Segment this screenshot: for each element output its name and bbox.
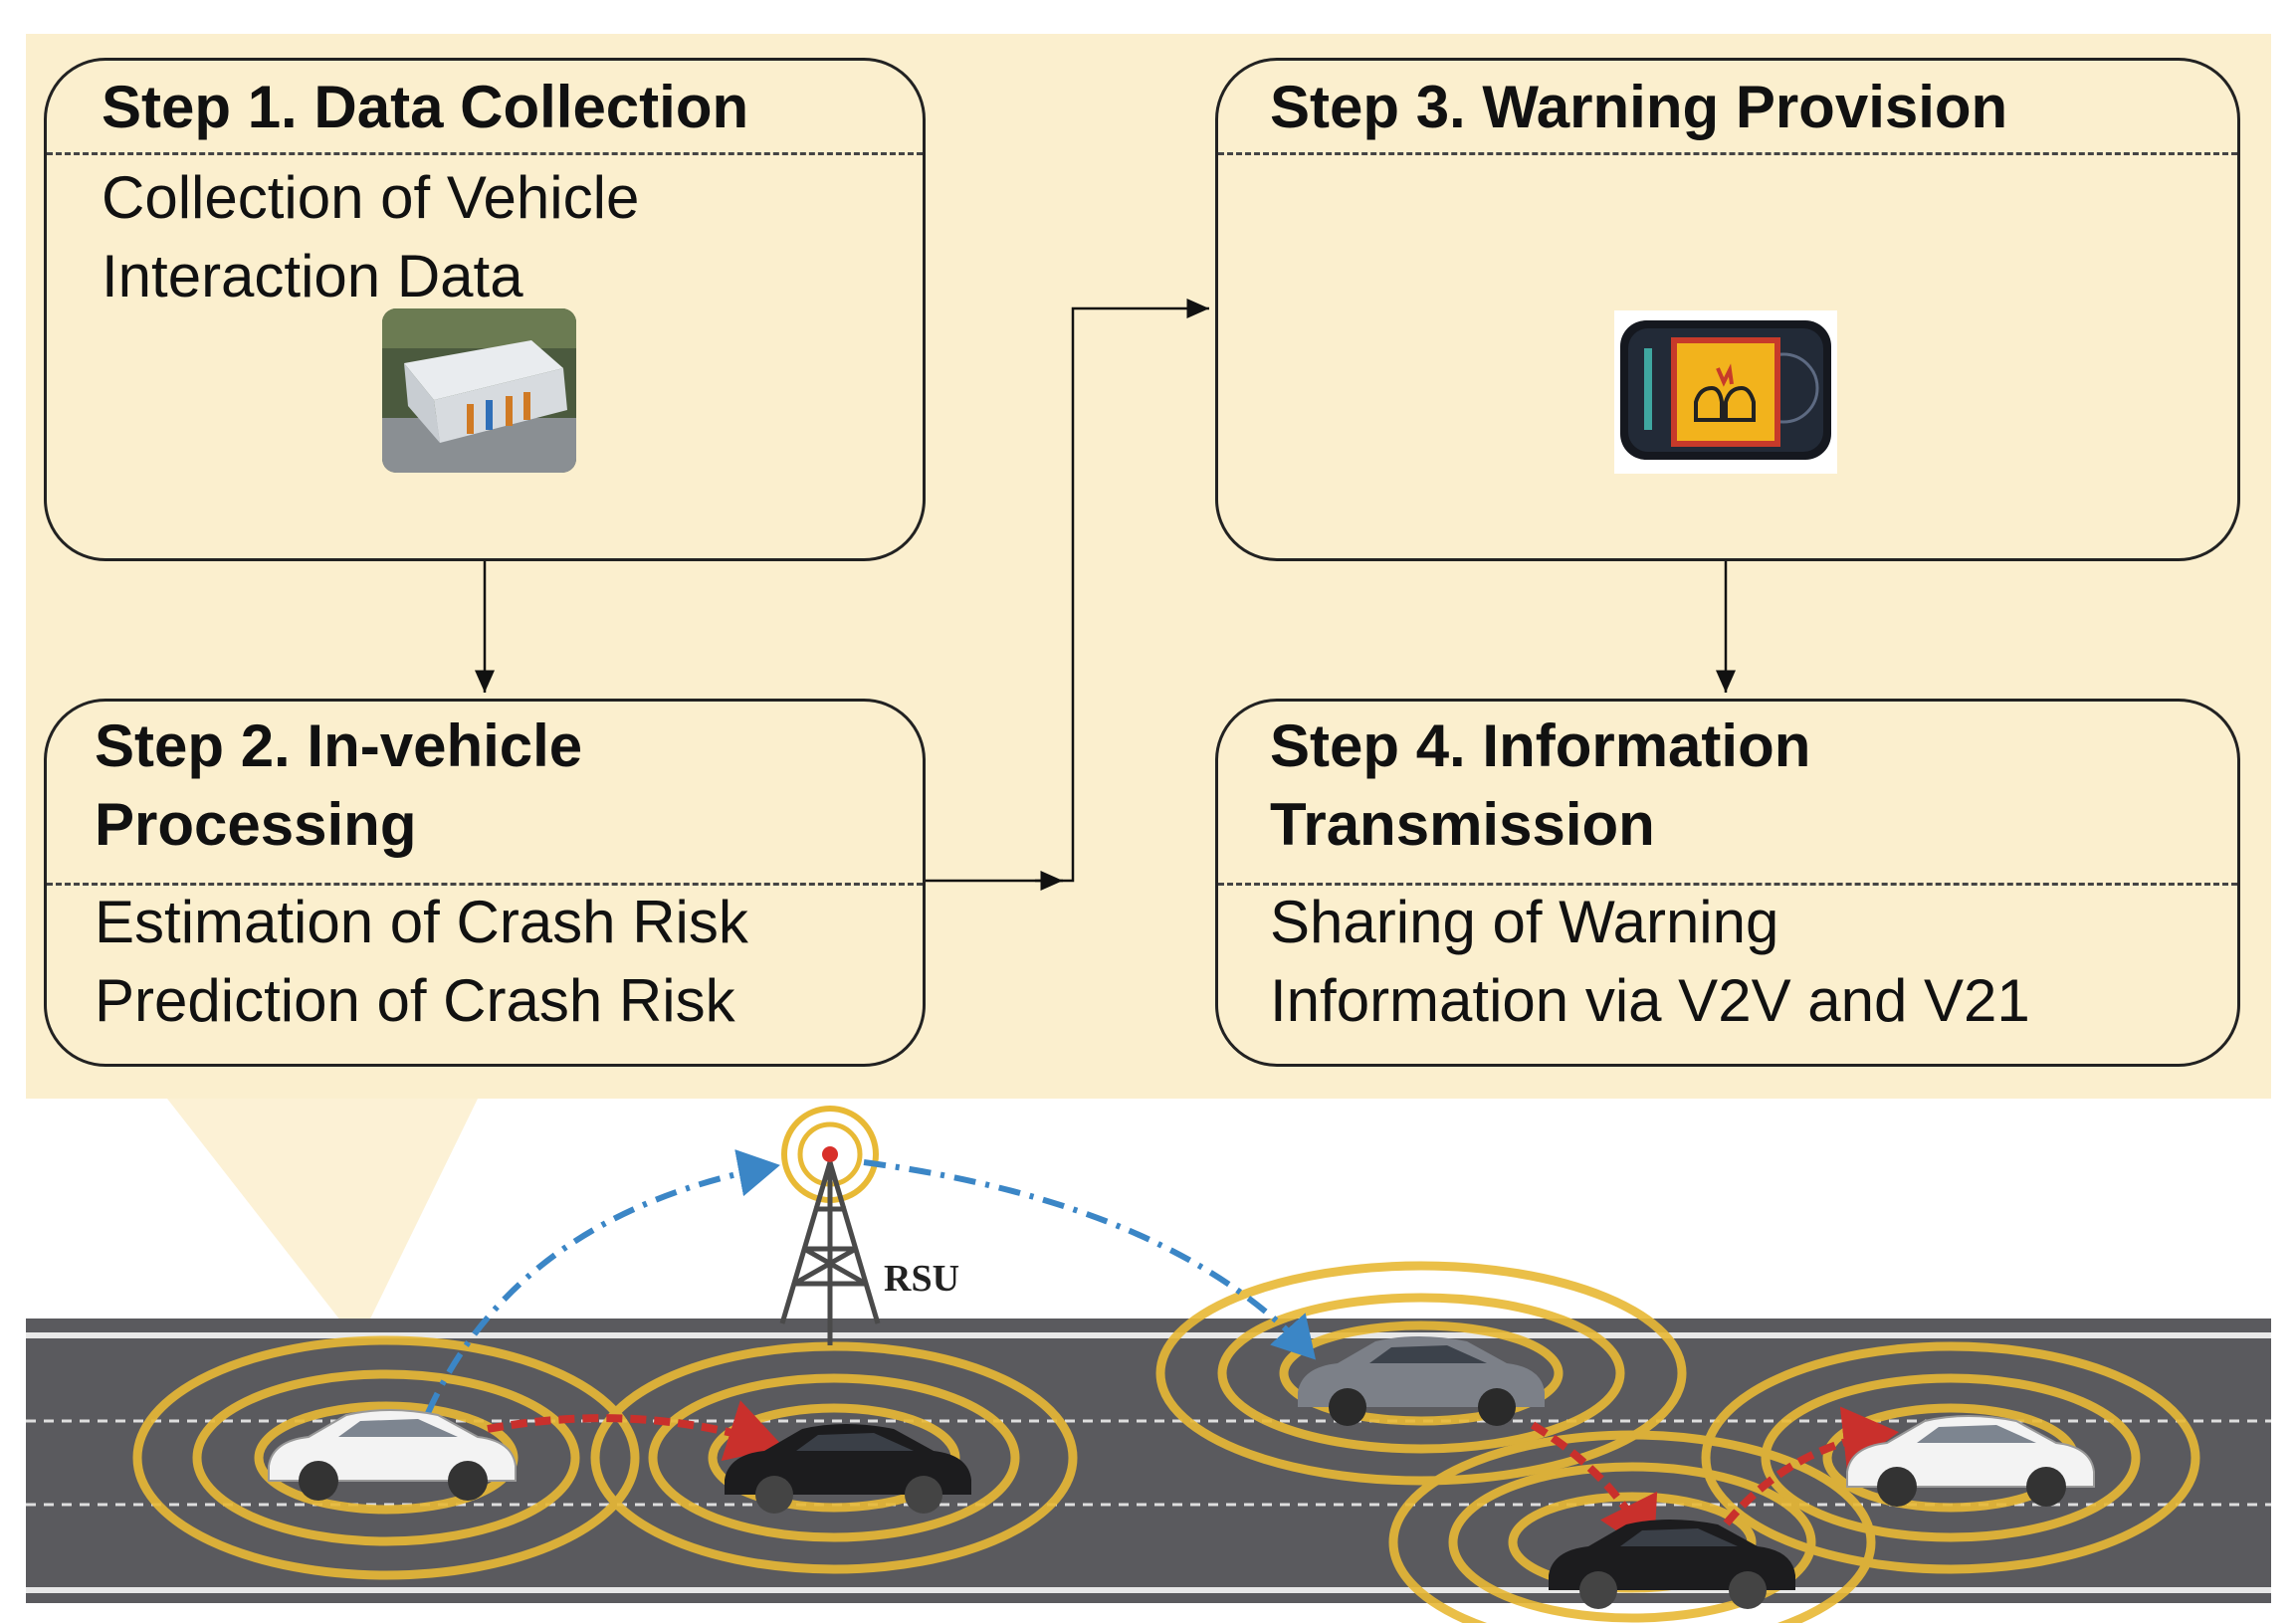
black-car-icon-1 xyxy=(725,1424,971,1514)
warning-display-image xyxy=(1614,310,1837,474)
white-car-icon-1 xyxy=(268,1409,517,1501)
white-car-icon-2 xyxy=(1846,1415,2095,1507)
step1-title: Step 1. Data Collection xyxy=(102,74,749,140)
step3-box: Step 3. Warning Provision xyxy=(1215,58,2240,561)
collision-warning-icon xyxy=(1694,363,1756,422)
v2i-link-to-rsu xyxy=(425,1149,780,1415)
step2-description: Estimation of Crash Risk Prediction of C… xyxy=(95,889,748,1034)
step2-box: Step 2. In-vehicle Processing Estimation… xyxy=(44,699,926,1067)
step2-title: Step 2. In-vehicle Processing xyxy=(95,712,583,858)
v2v-link-3 xyxy=(1708,1406,1899,1545)
step1-divider xyxy=(47,152,923,155)
v2v-link-1 xyxy=(487,1400,784,1462)
data-collection-device-image xyxy=(382,308,576,473)
step4-divider xyxy=(1218,883,2237,886)
step3-title: Step 3. Warning Provision xyxy=(1270,74,2008,140)
step1-description: Collection of Vehicle Interaction Data xyxy=(102,164,640,309)
step4-title: Step 4. Information Transmission xyxy=(1270,712,1811,858)
rsu-tower-icon xyxy=(779,1106,881,1345)
arrow-step2-to-step3 xyxy=(926,299,1209,883)
black-car-icon-2 xyxy=(1549,1520,1795,1609)
v2i-link-from-rsu xyxy=(863,1159,1317,1360)
gray-car-icon xyxy=(1298,1336,1545,1426)
rsu-label: RSU xyxy=(884,1258,960,1300)
step2-divider xyxy=(47,883,923,886)
step4-box: Step 4. Information Transmission Sharing… xyxy=(1215,699,2240,1067)
step3-divider xyxy=(1218,152,2237,155)
step4-description: Sharing of Warning Information via V2V a… xyxy=(1270,889,2030,1034)
